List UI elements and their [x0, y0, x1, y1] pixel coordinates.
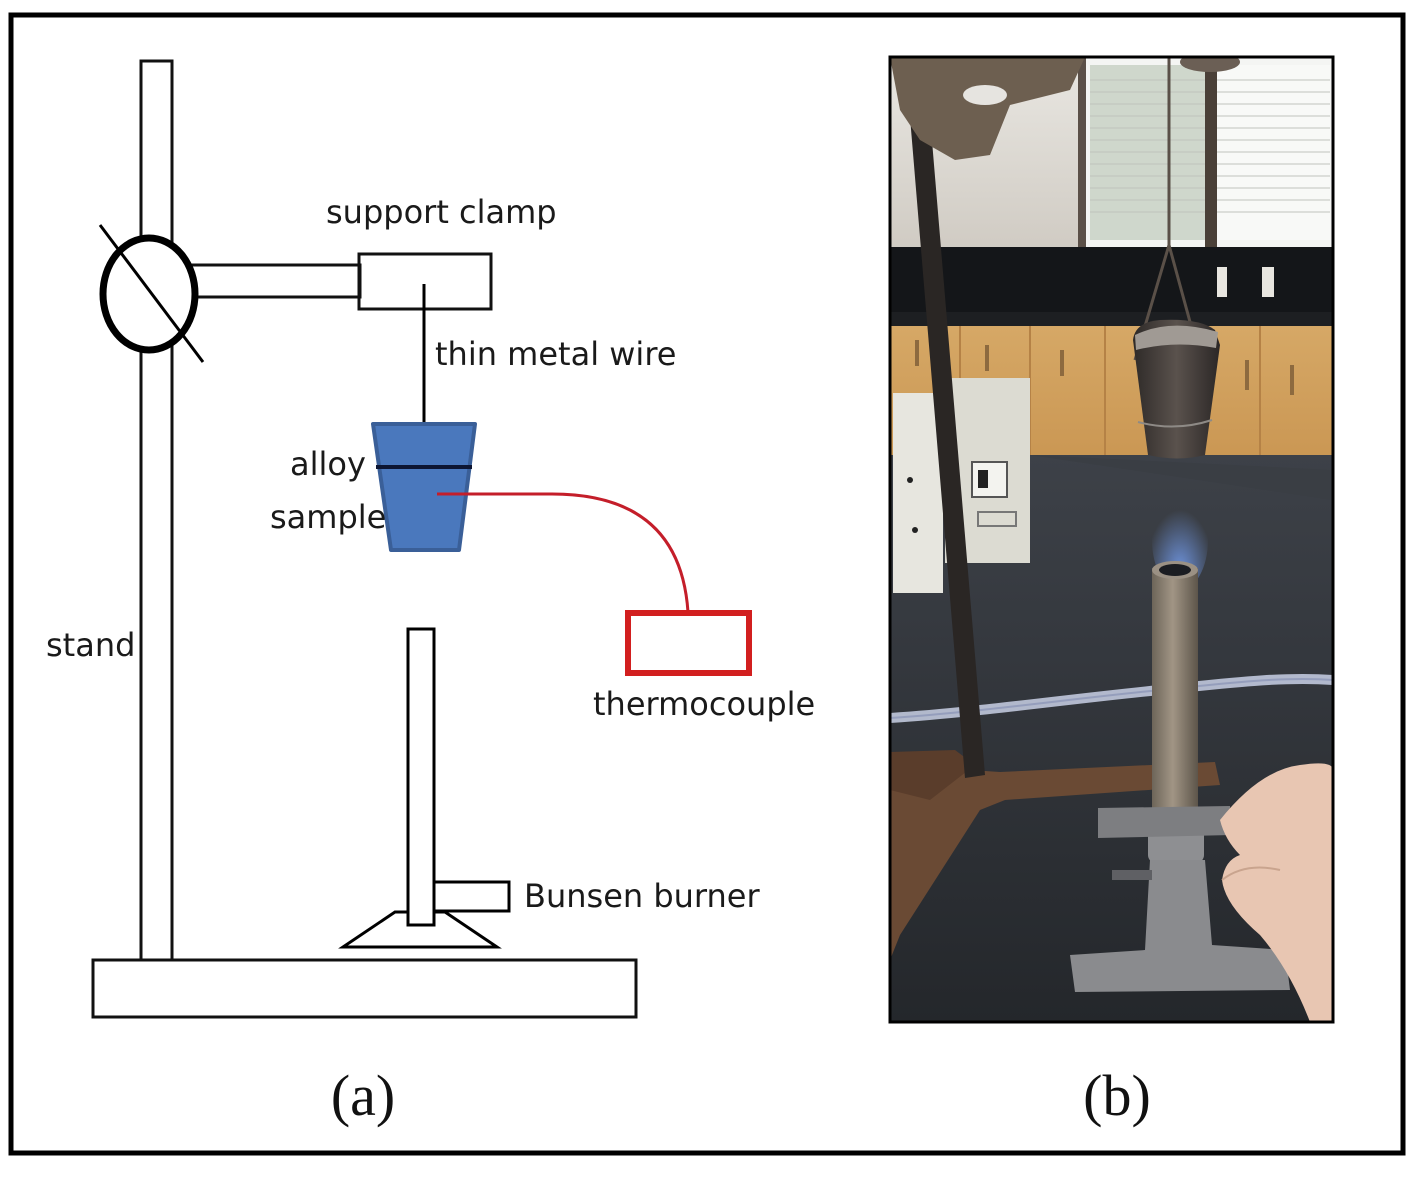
alloy-sample-photo	[1133, 319, 1220, 459]
thermocouple-box	[625, 610, 752, 676]
bunsen-burner-photo	[1070, 561, 1290, 992]
bunsen-burner-diagram	[338, 627, 511, 949]
label-thermocouple: thermocouple	[593, 685, 815, 723]
clamp-photo	[890, 57, 1085, 160]
caption-b: (b)	[1083, 1063, 1151, 1128]
ring-stand-base	[890, 750, 1220, 960]
label-support-clamp: support clamp	[326, 193, 557, 231]
panel-b-photo: (b)	[888, 55, 1335, 1128]
label-sample: sample	[270, 498, 386, 536]
thermocouple-lead	[437, 492, 690, 613]
ring-stand-rod	[905, 57, 985, 778]
label-stand: stand	[46, 626, 135, 664]
hand	[1220, 763, 1333, 1022]
caption-a: (a)	[331, 1063, 395, 1128]
burner-gas-inlet	[430, 880, 511, 913]
boss-head-slash	[98, 224, 205, 363]
label-thin-metal-wire: thin metal wire	[435, 335, 676, 373]
burner-tube	[406, 627, 436, 927]
stand-base	[91, 958, 638, 1019]
alloy-sample	[371, 422, 477, 552]
panel-a-diagram: support clamp thin metal wire alloy samp…	[46, 59, 815, 1128]
label-bunsen-burner: Bunsen burner	[524, 877, 760, 915]
photo-border	[888, 55, 1335, 1024]
label-alloy: alloy	[290, 445, 366, 483]
